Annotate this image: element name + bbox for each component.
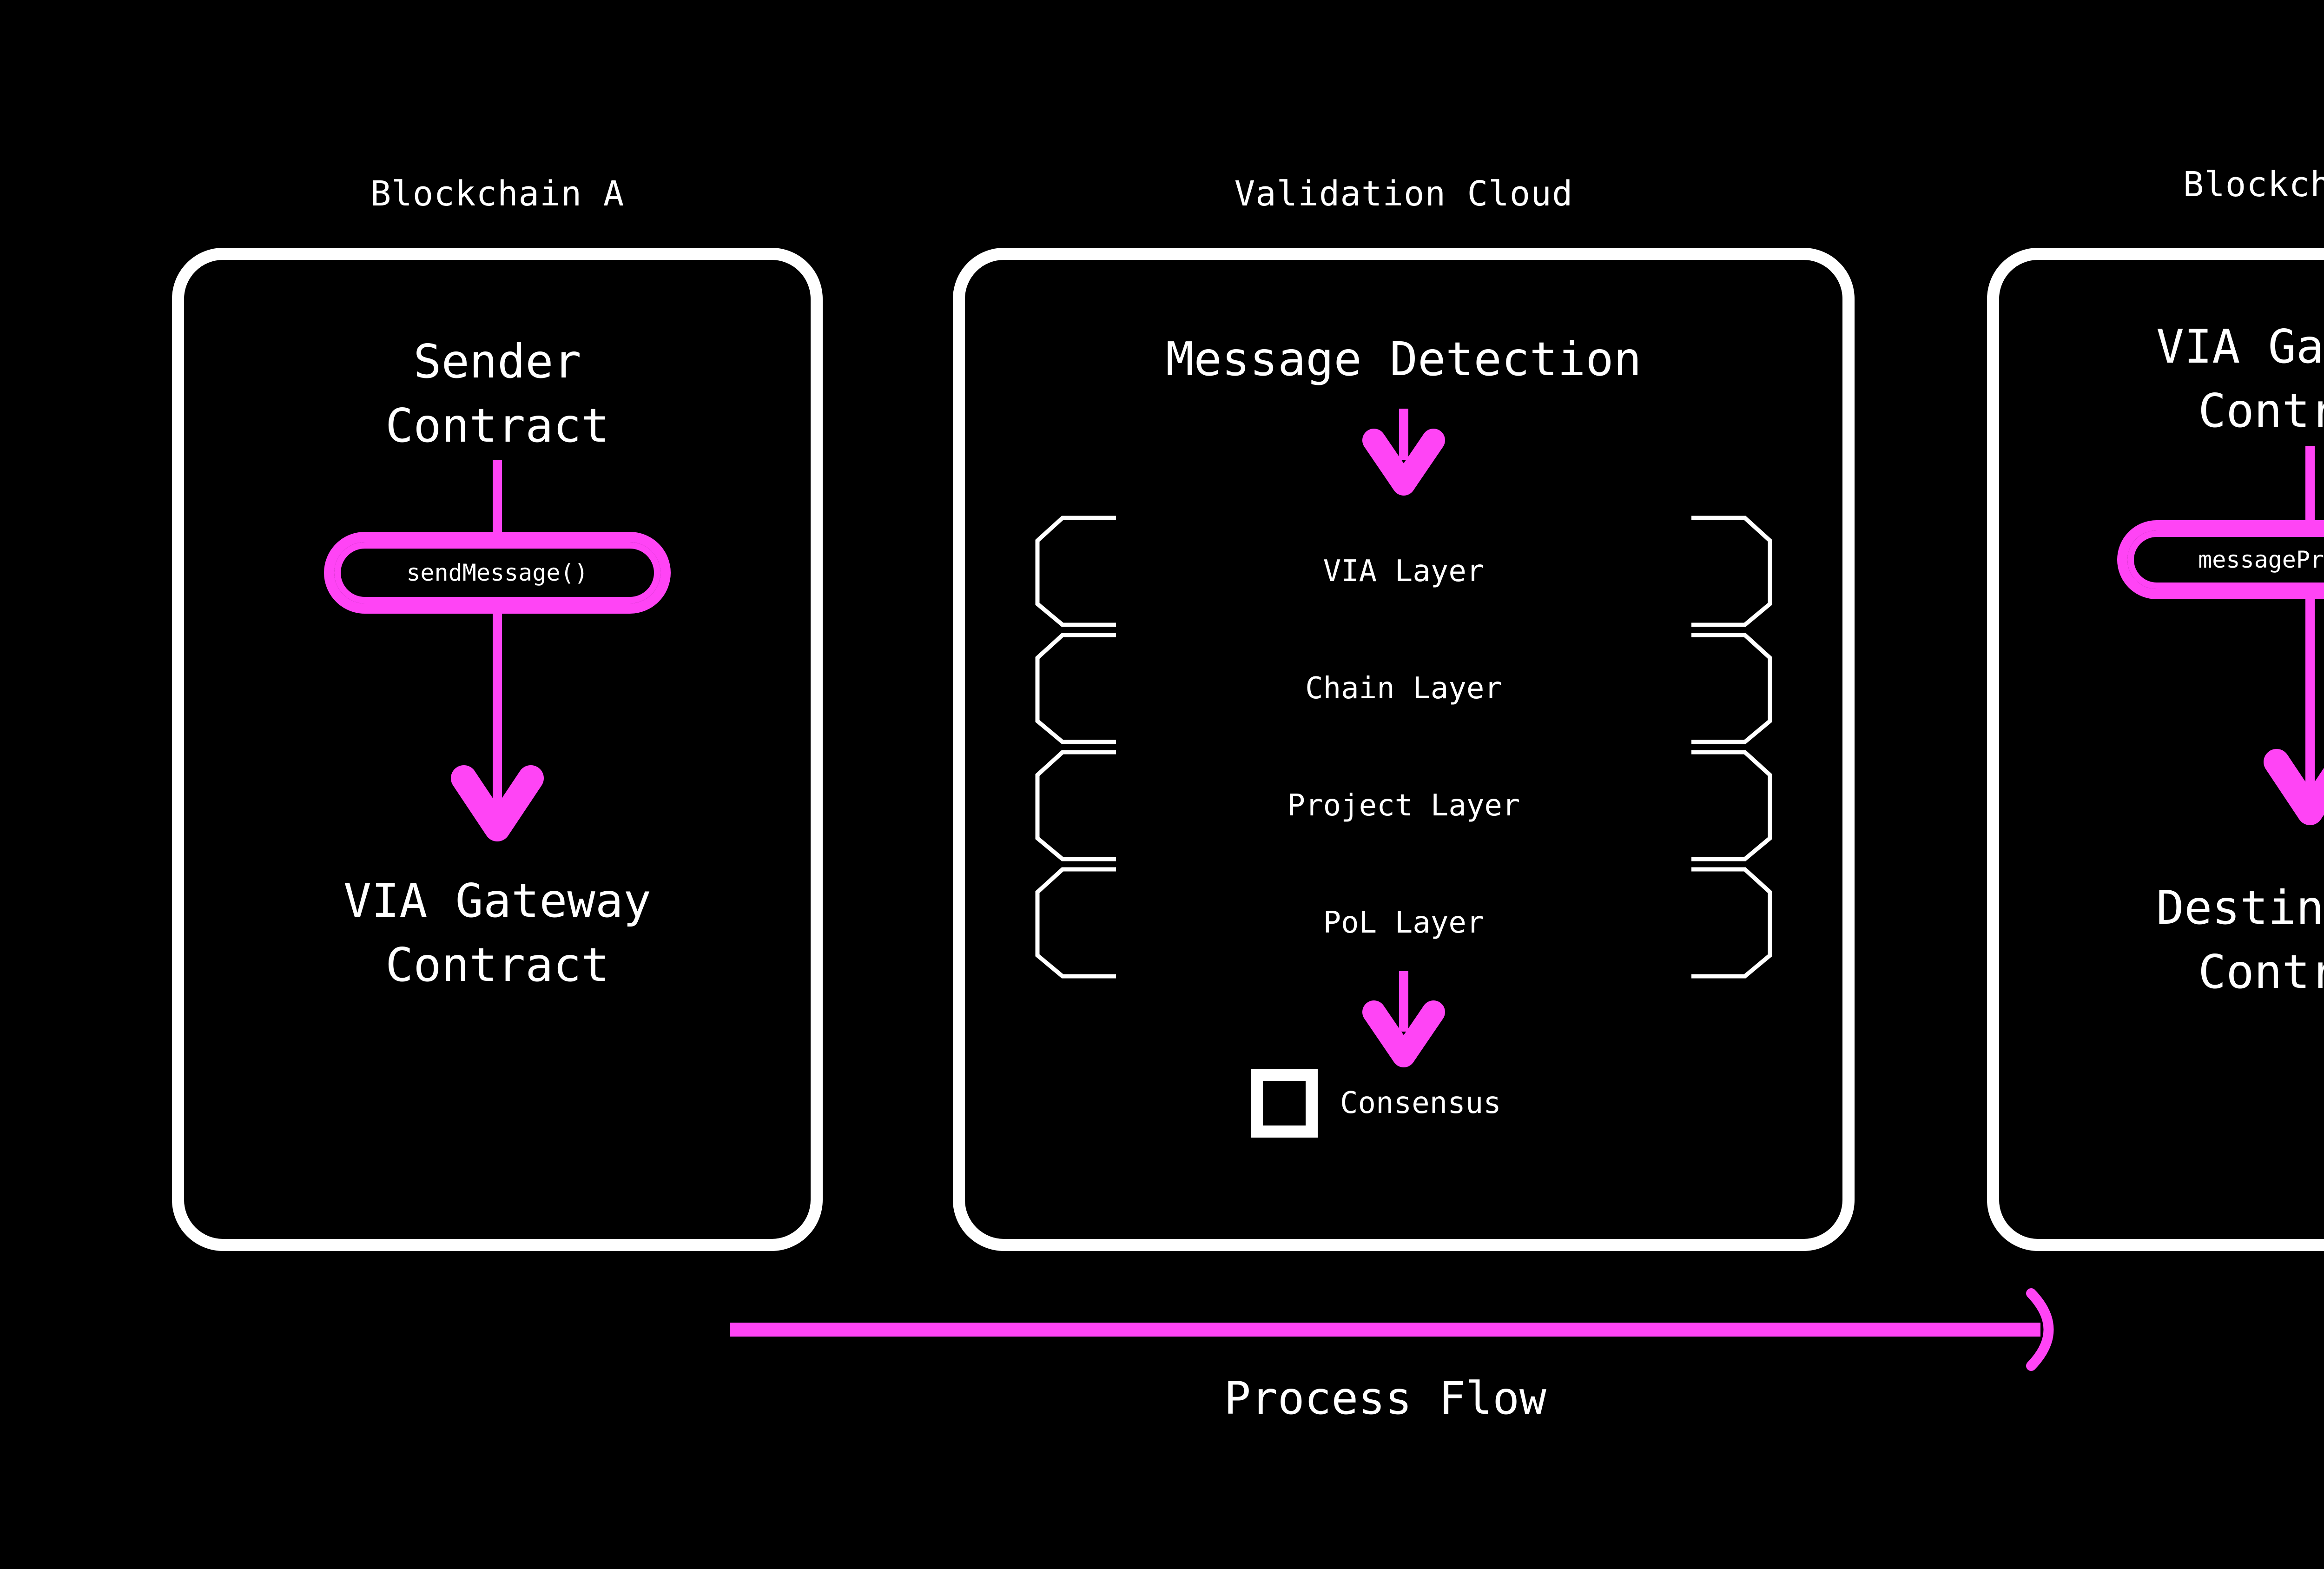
message-process-button-inner-ring: messageProcess()	[2127, 530, 2324, 589]
layer-label-chain: Chain Layer	[1305, 671, 1502, 706]
layer-bracket-project	[1035, 750, 1773, 861]
message-detection-heading: Message Detection	[1166, 332, 1642, 386]
process-flow-label: Process Flow	[1224, 1372, 1546, 1424]
layer-bracket-via	[1035, 516, 1773, 627]
panel-header-blockchain-a: Blockchain A	[370, 174, 625, 214]
layer-row-chain[interactable]: Chain Layer	[1035, 633, 1773, 744]
process-flow-bar	[730, 1323, 2040, 1337]
send-message-button-inner-ring: sendMessage()	[334, 542, 660, 603]
panel-validation-cloud[interactable]: Message Detection VIA Layer	[953, 248, 1855, 1251]
layer-label-via: VIA Layer	[1323, 554, 1485, 589]
destination-contract-title: Destination Contract	[2156, 880, 2324, 999]
send-message-button[interactable]: sendMessage()	[324, 532, 671, 614]
panel-header-validation-cloud: Validation Cloud	[1234, 174, 1573, 214]
send-message-label: sendMessage()	[406, 559, 588, 586]
layer-label-project: Project Layer	[1287, 788, 1520, 823]
arrow-right-icon	[2026, 1288, 2054, 1371]
arrow-down-icon-consensus	[1362, 1000, 1445, 1067]
via-gateway-contract-title-b: VIA Gateway Contract	[2156, 319, 2324, 438]
connector-line-a-lower	[493, 585, 502, 808]
connector-line-consensus	[1399, 971, 1408, 1032]
layer-row-via[interactable]: VIA Layer	[1035, 516, 1773, 627]
checkbox-unchecked-icon[interactable]	[1251, 1069, 1318, 1138]
panel-header-blockchain-b: Blockchain B	[2183, 165, 2324, 205]
validation-layer-stack: VIA Layer Chain Layer	[1035, 516, 1773, 990]
consensus-label: Consensus	[1340, 1086, 1501, 1120]
connector-line-detection	[1399, 409, 1408, 460]
panel-blockchain-a[interactable]: Sender Contract sendMessage() VIA Gatewa…	[172, 248, 823, 1251]
layer-label-pol: PoL Layer	[1323, 906, 1485, 940]
layer-bracket-chain	[1035, 633, 1773, 744]
connector-line-b-lower	[2305, 576, 2315, 790]
message-process-button[interactable]: messageProcess()	[2117, 520, 2324, 599]
layer-bracket-pol	[1035, 867, 1773, 979]
arrow-down-icon-detection	[1362, 429, 1445, 496]
layer-row-project[interactable]: Project Layer	[1035, 750, 1773, 861]
via-gateway-contract-title-a: VIA Gateway Contract	[343, 874, 652, 992]
layer-row-pol[interactable]: PoL Layer	[1035, 867, 1773, 979]
arrow-down-icon-b	[2264, 749, 2324, 825]
panel-blockchain-b[interactable]: VIA Gateway Contract messageProcess() De…	[1987, 248, 2324, 1251]
consensus-row[interactable]: Consensus	[1251, 1069, 1501, 1138]
sender-contract-title: Sender Contract	[385, 334, 609, 453]
arrow-down-icon-a	[451, 765, 544, 841]
message-process-label: messageProcess()	[2198, 546, 2324, 573]
